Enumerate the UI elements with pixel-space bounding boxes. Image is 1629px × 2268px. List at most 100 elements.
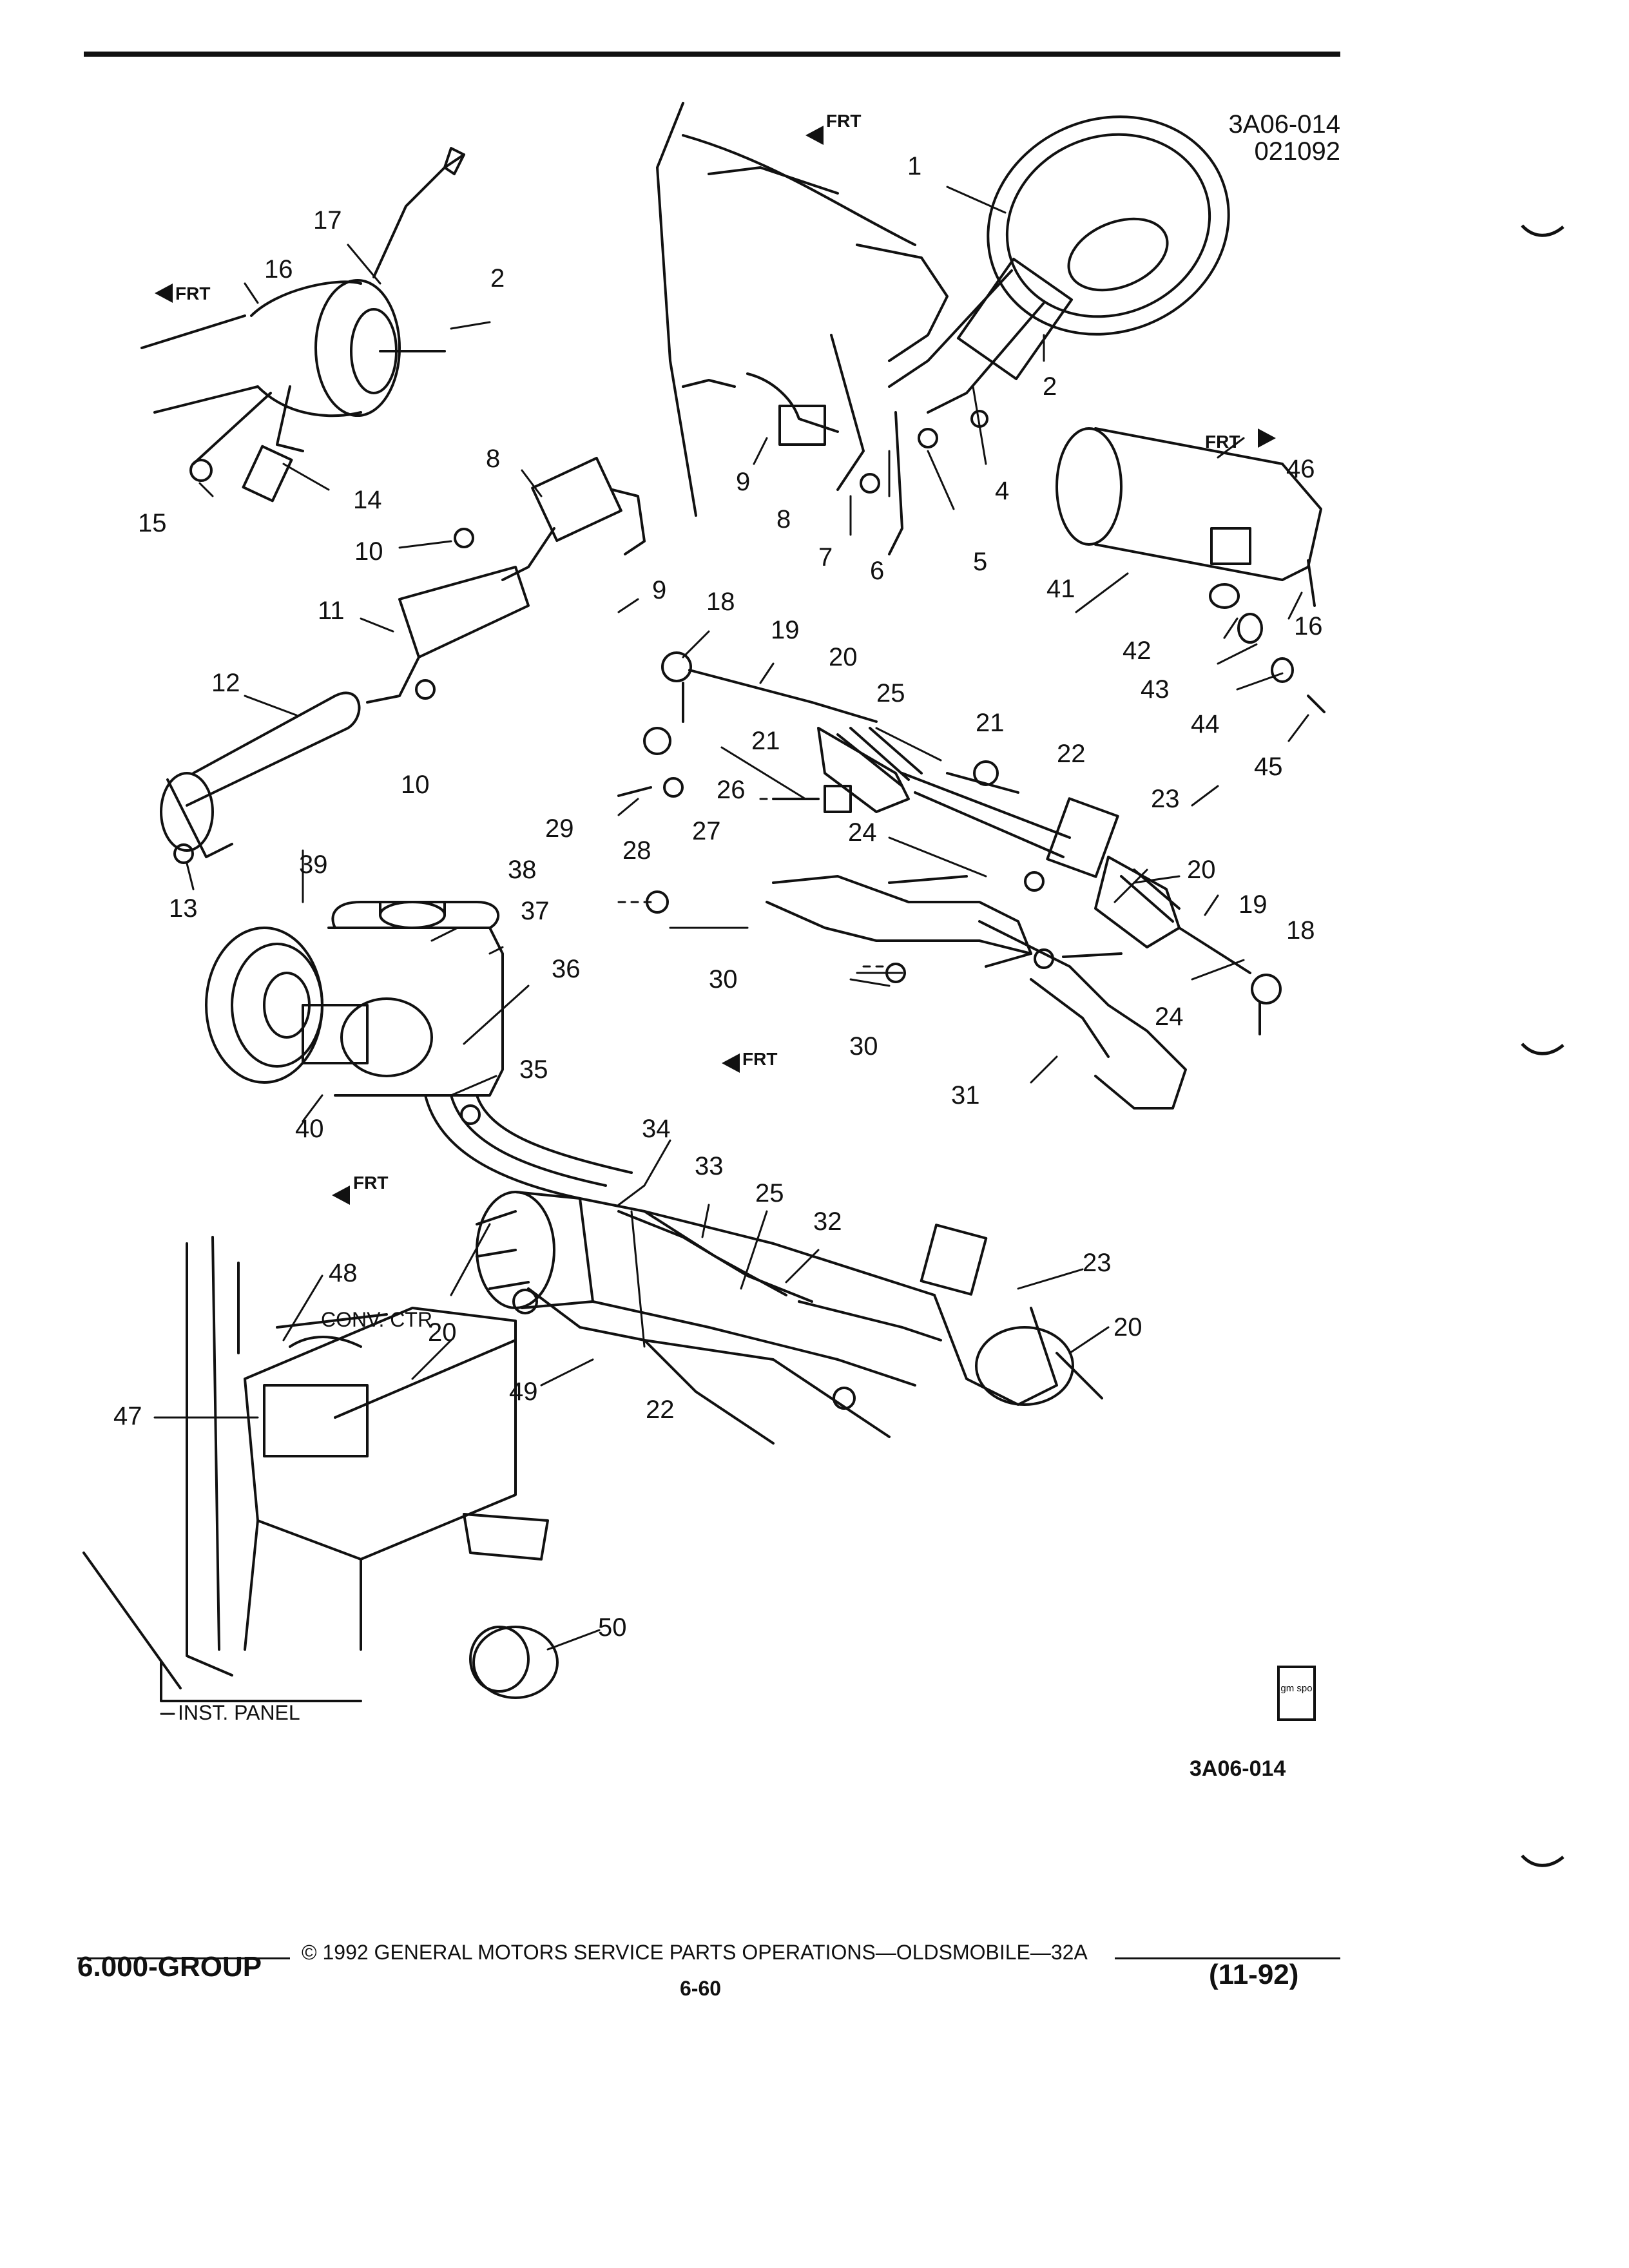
callout-41: 41 <box>1046 575 1075 603</box>
callout-34: 34 <box>642 1115 671 1143</box>
art-code: 3A06-014 021092 <box>1160 111 1340 165</box>
callout-39: 39 <box>299 850 328 879</box>
callout-21: 21 <box>976 709 1005 737</box>
callout-20: 20 <box>829 643 858 671</box>
figure-code: 3A06-014 <box>1190 1756 1286 1781</box>
group-label: 6.000-GROUP <box>77 1951 262 1983</box>
callout-19: 19 <box>1239 890 1268 919</box>
frt-label: FRT <box>1205 432 1240 452</box>
callout-9: 9 <box>736 468 751 496</box>
callout-30: 30 <box>709 965 738 994</box>
callout-18: 18 <box>1286 916 1315 945</box>
steering-wheel-drawing <box>656 102 1230 555</box>
callout-44: 44 <box>1191 710 1220 738</box>
callout-2: 2 <box>490 264 505 293</box>
callout-42: 42 <box>1123 637 1152 665</box>
callout-19: 19 <box>771 616 800 644</box>
inst-panel-label: INST. PANEL <box>178 1701 300 1724</box>
front-arrows <box>155 126 1276 1205</box>
callout-13: 13 <box>169 894 198 923</box>
callout-7: 7 <box>818 543 833 572</box>
callout-46: 46 <box>1286 455 1315 483</box>
callout-10: 10 <box>401 771 430 799</box>
frt-label: FRT <box>175 284 211 303</box>
callout-14: 14 <box>353 486 382 514</box>
art-code-date: 021092 <box>1254 137 1340 166</box>
margin-mark <box>1521 224 1565 237</box>
callout-16: 16 <box>264 255 293 284</box>
callout-50: 50 <box>598 1613 627 1642</box>
callout-22: 22 <box>646 1396 675 1424</box>
callout-26: 26 <box>717 776 746 804</box>
callout-38: 38 <box>508 856 537 884</box>
callout-40: 40 <box>295 1115 324 1143</box>
crossmember-drawing <box>646 871 1187 1110</box>
callout-49: 49 <box>509 1378 538 1406</box>
callout-45: 45 <box>1254 753 1283 781</box>
callout-16: 16 <box>1294 612 1323 640</box>
callout-36: 36 <box>552 955 581 983</box>
margin-mark <box>1521 1043 1565 1055</box>
callout-15: 15 <box>138 509 167 537</box>
callout-37: 37 <box>521 897 550 925</box>
intermediate-shaft-drawing <box>160 456 646 864</box>
callout-6: 6 <box>870 557 885 585</box>
callout-22: 22 <box>1057 740 1086 768</box>
callout-12: 12 <box>211 669 240 697</box>
instrument-panel-drawing <box>82 1236 559 1702</box>
power-steering-pump-drawing <box>205 901 633 1200</box>
dashed-guides <box>617 798 891 968</box>
copyright-line: © 1992 GENERAL MOTORS SERVICE PARTS OPER… <box>302 1941 1088 1964</box>
callout-28: 28 <box>622 836 651 865</box>
callout-10: 10 <box>354 537 383 566</box>
callout-23: 23 <box>1083 1249 1112 1277</box>
footer-rule <box>1115 1957 1340 1959</box>
callout-4: 4 <box>995 477 1010 505</box>
callout-20: 20 <box>1187 856 1216 884</box>
callout-23: 23 <box>1151 785 1180 813</box>
callout-20: 20 <box>428 1318 457 1347</box>
gm-spo-logo: gm spo <box>1277 1666 1316 1721</box>
callout-9: 9 <box>652 576 667 604</box>
callout-8: 8 <box>486 445 501 473</box>
callout-43: 43 <box>1141 675 1170 704</box>
callout-32: 32 <box>813 1207 842 1236</box>
callout-35: 35 <box>519 1055 548 1084</box>
callout-20: 20 <box>1113 1313 1142 1341</box>
gm-spo-logo-text: gm spo <box>1280 1683 1313 1694</box>
footer-rule <box>77 1957 290 1959</box>
leader-lines <box>153 186 1309 1715</box>
callout-1: 1 <box>907 152 922 180</box>
callout-30: 30 <box>849 1032 878 1061</box>
art-code-number: 3A06-014 <box>1228 110 1340 139</box>
callout-25: 25 <box>876 679 905 707</box>
column-motor-drawing <box>1055 427 1325 713</box>
callout-48: 48 <box>329 1259 358 1287</box>
callout-29: 29 <box>545 814 574 843</box>
revision-date: (11-92) <box>1209 1959 1299 1990</box>
callout-17: 17 <box>313 206 342 235</box>
callout-24: 24 <box>1155 1003 1184 1031</box>
conv-ctr-label: CONV. CTR <box>321 1308 433 1331</box>
callout-33: 33 <box>695 1152 724 1180</box>
lower-rack-drawing <box>476 1191 1103 1445</box>
frt-label: FRT <box>826 111 862 131</box>
callout-27: 27 <box>692 817 721 845</box>
frt-label: FRT <box>742 1049 778 1069</box>
rack-pinion-drawing <box>617 651 1282 1035</box>
callout-18: 18 <box>706 588 735 616</box>
callout-11: 11 <box>318 597 345 625</box>
margin-mark <box>1521 1854 1565 1867</box>
callout-5: 5 <box>973 548 988 576</box>
column-upper-drawing <box>140 147 465 503</box>
callout-25: 25 <box>755 1179 784 1207</box>
frt-label: FRT <box>353 1173 389 1193</box>
callout-8: 8 <box>776 505 791 533</box>
callout-2: 2 <box>1043 372 1057 401</box>
callout-21: 21 <box>751 727 780 755</box>
callout-31: 31 <box>951 1081 980 1110</box>
callout-47: 47 <box>113 1402 142 1430</box>
callout-24: 24 <box>848 818 877 847</box>
top-rule <box>84 52 1340 57</box>
